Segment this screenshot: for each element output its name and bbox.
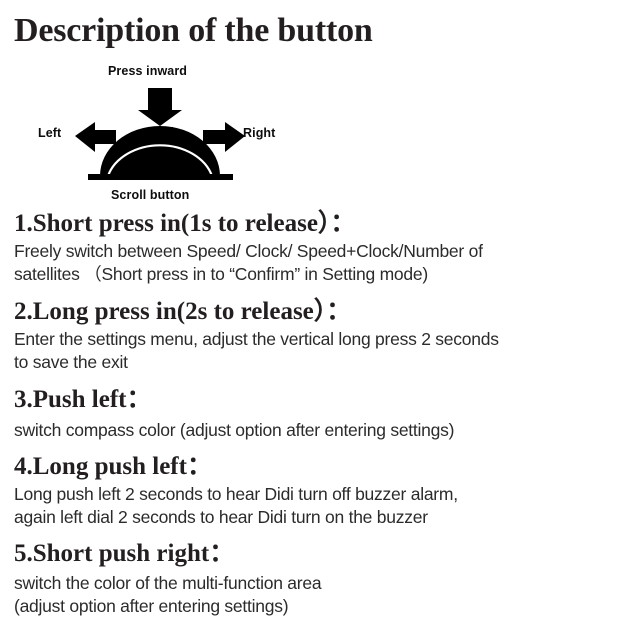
section-2-body: Enter the settings menu, adjust the vert… [14, 328, 626, 374]
section-5-line-2: (adjust option after entering settings) [14, 596, 289, 616]
instruction-section-4: 4.Long push left： Long push left 2 secon… [14, 450, 626, 529]
section-5-line-1: switch the color of the multi-function a… [14, 573, 322, 593]
button-diagram-svg [75, 88, 245, 180]
press-inward-label: Press inward [108, 64, 188, 78]
section-4-line-2: again left dial 2 seconds to hear Didi t… [14, 507, 428, 527]
instruction-section-1: 1.Short press in(1s to release）： Freely … [14, 207, 626, 286]
section-4-heading: 4.Long push left： [14, 453, 212, 480]
section-1-heading: 1.Short press in(1s to release）： [14, 210, 356, 237]
press-inward-arrow-icon [138, 88, 182, 126]
section-1-line-1: Freely switch between Speed/ Clock/ Spee… [14, 241, 483, 261]
section-5-body: switch the color of the multi-function a… [14, 572, 626, 618]
instruction-list: 1.Short press in(1s to release）： Freely … [14, 207, 626, 620]
baseline-bar [88, 174, 233, 180]
scroll-button-label: Scroll button [111, 188, 190, 202]
instruction-section-3: 3.Push left： switch compass color (adjus… [14, 383, 626, 442]
section-1-line-2: satellites （Short press in to “Confirm” … [14, 264, 428, 284]
section-2-line-2: to save the exit [14, 352, 128, 372]
button-diagram: Press inward Left Right Scroll button [0, 58, 320, 208]
section-3-line-1: switch compass color (adjust option afte… [14, 420, 455, 440]
scroll-wheel-dome [100, 126, 220, 178]
left-label: Left [38, 126, 62, 140]
instruction-section-2: 2.Long press in(2s to release）： Enter th… [14, 295, 626, 374]
section-5-heading: 5.Short push right： [14, 540, 235, 567]
section-1-body: Freely switch between Speed/ Clock/ Spee… [14, 240, 626, 286]
section-2-line-1: Enter the settings menu, adjust the vert… [14, 329, 499, 349]
section-3-body: switch compass color (adjust option afte… [14, 419, 626, 442]
right-arrow-icon [203, 122, 245, 152]
section-4-body: Long push left 2 seconds to hear Didi tu… [14, 483, 626, 529]
section-2-heading: 2.Long press in(2s to release）： [14, 298, 352, 325]
section-3-heading: 3.Push left： [14, 386, 152, 413]
page-title: Description of the button [14, 12, 373, 49]
left-arrow-icon [75, 122, 116, 152]
right-label: Right [243, 126, 276, 140]
instruction-section-5: 5.Short push right： switch the color of … [14, 537, 626, 618]
section-4-line-1: Long push left 2 seconds to hear Didi tu… [14, 484, 458, 504]
